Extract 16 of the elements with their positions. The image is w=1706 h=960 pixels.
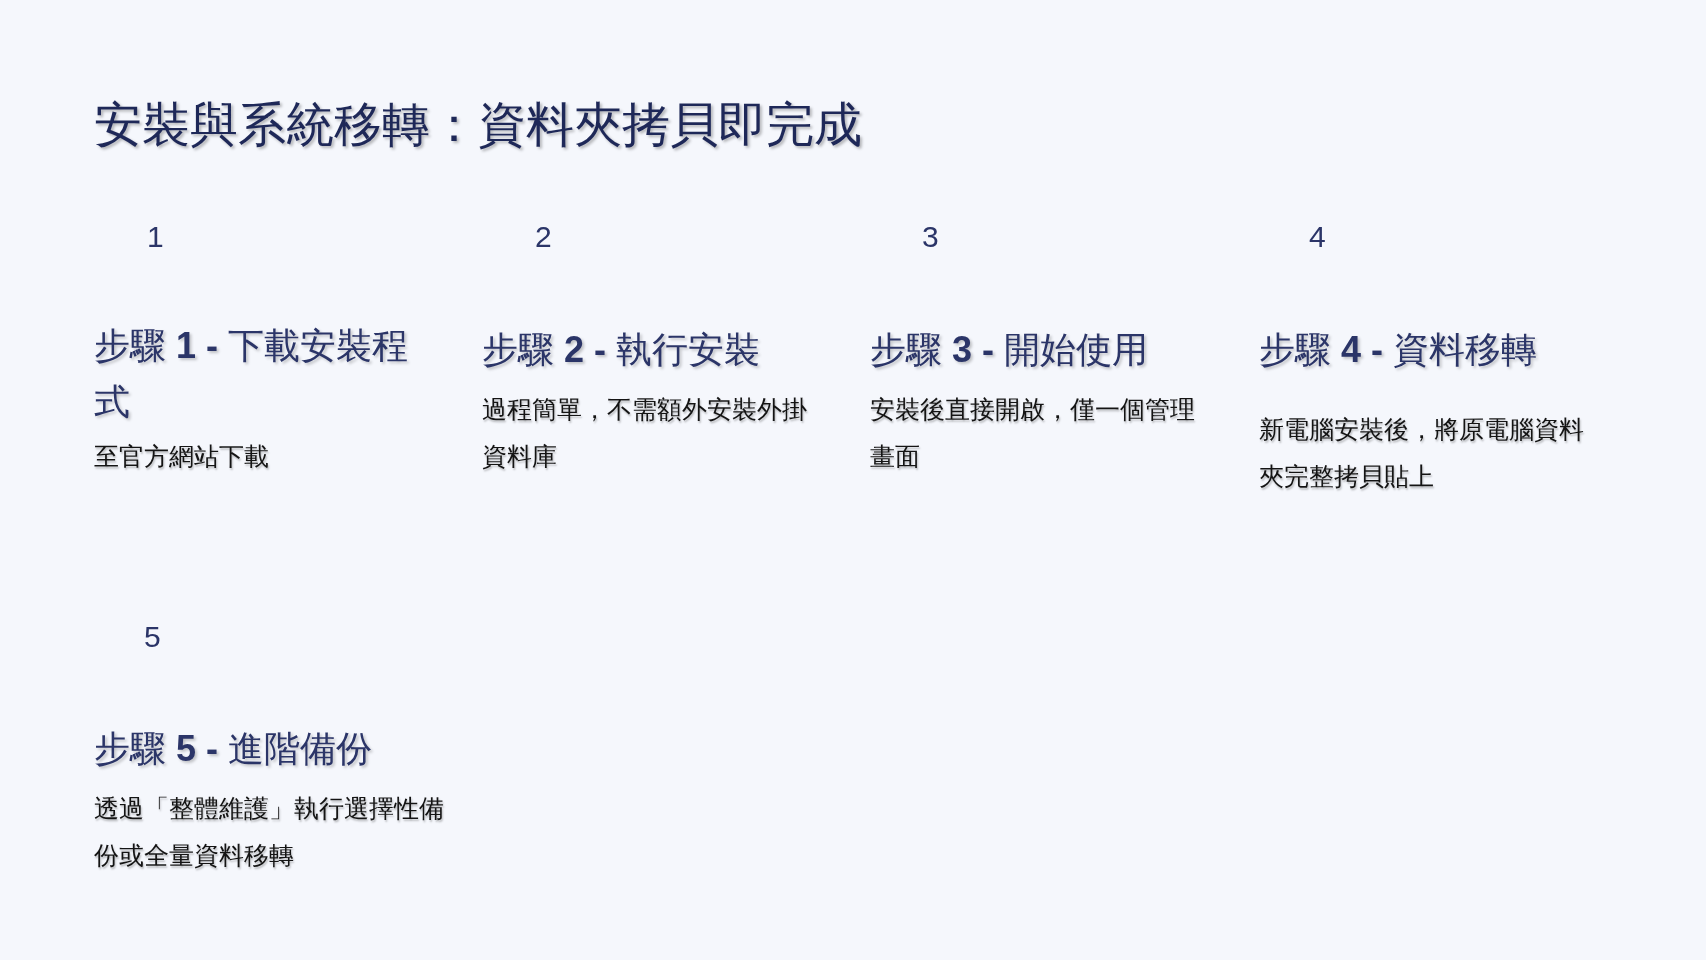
slide-title: 安裝與系統移轉：資料夾拷貝即完成 (94, 97, 862, 153)
step-number: 2 (535, 219, 552, 255)
step-heading: 步驟 1 - 下載安裝程式 (94, 324, 410, 424)
step-description: 新電腦安裝後，將原電腦資料夾完整拷貝貼上 (1259, 414, 1585, 492)
step-number: 4 (1309, 219, 1326, 255)
step-heading: 步驟 2 - 執行安裝 (482, 328, 762, 372)
step-number: 1 (147, 219, 164, 255)
step-number: 3 (922, 219, 939, 255)
step-description: 過程簡單，不需額外安裝外掛資料庫 (482, 394, 808, 472)
step-description: 透過「整體維護」執行選擇性備份或全量資料移轉 (94, 793, 445, 871)
step-description: 至官方網站下載 (94, 441, 270, 472)
step-heading: 步驟 4 - 資料移轉 (1259, 328, 1539, 372)
step-heading: 步驟 5 - 進階備份 (94, 727, 374, 771)
step-number: 5 (144, 619, 161, 655)
step-heading: 步驟 3 - 開始使用 (870, 328, 1150, 372)
step-description: 安裝後直接開啟，僅一個管理畫面 (870, 394, 1196, 472)
